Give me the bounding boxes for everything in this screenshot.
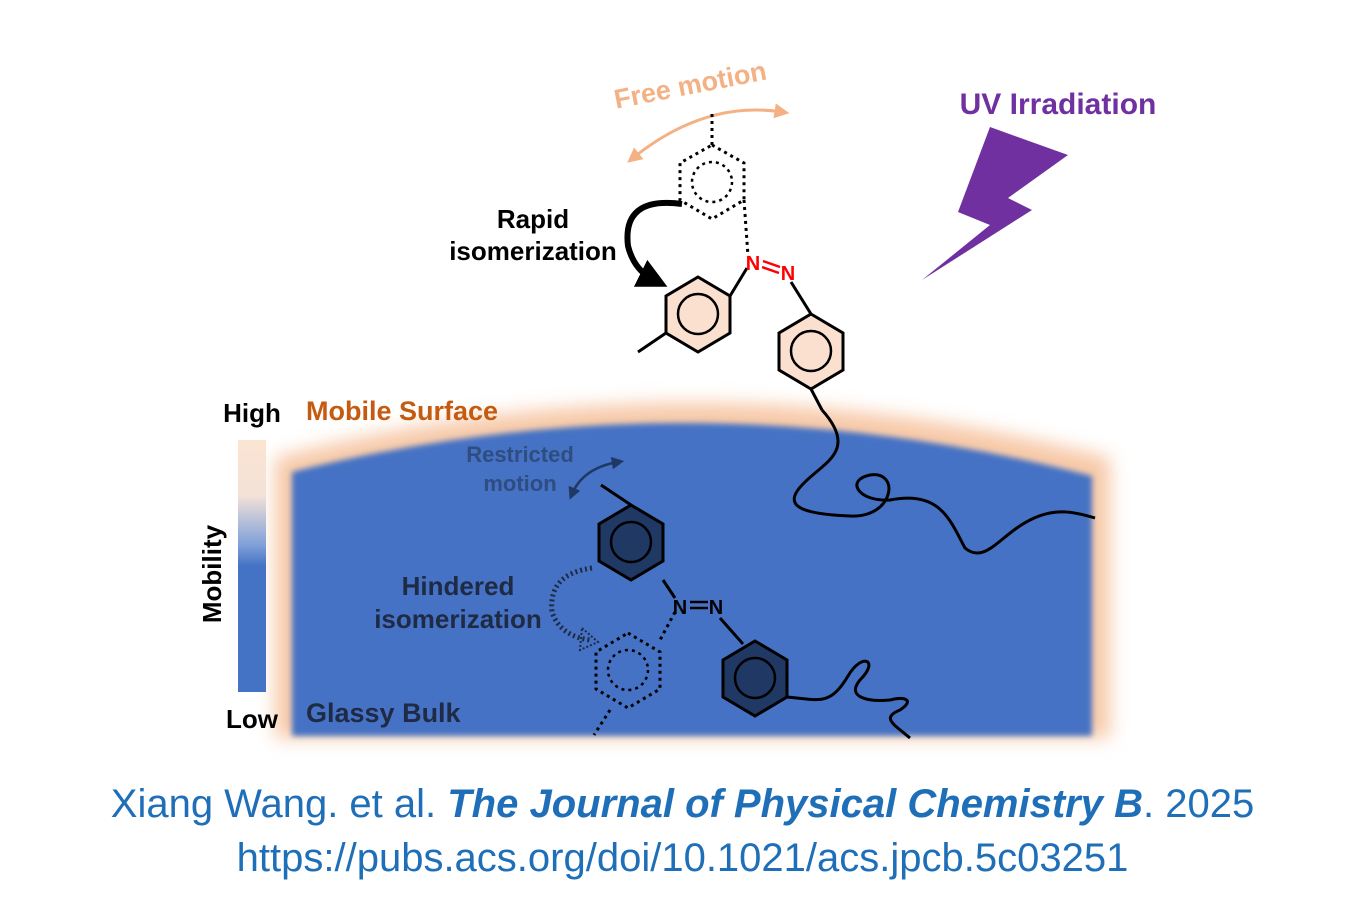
mobile-surface-label: Mobile Surface [306,396,498,426]
mobility-axis-label: Mobility [197,524,227,623]
hindered-arrow-head [578,625,600,652]
bulk-methyl-bond [600,483,632,507]
glassy-bulk-label: Glassy Bulk [306,698,462,728]
hindered-isomerization-arrow [549,565,593,643]
citation-authors: Xiang Wang. et al. [110,782,448,826]
bulk-lower-ring-circle [733,656,777,700]
left-n-bond [728,267,749,297]
bulk-lower-ring [721,639,789,718]
right-phenyl-ring [777,312,845,391]
polymer-film [275,403,1110,738]
surface-polymer-chain [792,408,1096,555]
citation-journal: The Journal of Physical Chemistry B [447,782,1143,826]
tether-bond [809,388,824,411]
bulk-polymer-chain [786,659,911,740]
bulk-ghost-ring [594,631,662,710]
left-ring-circle [676,292,720,336]
high-label: High [223,398,281,428]
left-methyl-bond [637,331,667,354]
bulk-upper-ring [597,503,665,582]
ghost-phenyl-ring [678,143,746,221]
glassy-bulk-layer [292,422,1092,736]
citation-doi: https://pubs.acs.org/doi/10.1021/acs.jpc… [236,836,1129,880]
bulk-ghost-ring-circle [606,648,650,692]
mobility-gradient-bar [238,440,266,692]
restricted-label: Restricted [466,442,574,467]
azo-double-bond-a [762,259,781,269]
hindered-label: Hindered [402,571,515,601]
bulk-azo-n2: N [709,597,723,619]
bulk-n-bond-lower [718,617,745,645]
bulk-ghost-n-bond [658,611,677,641]
azo-n2: N [781,263,795,285]
rapid-isomerization-arrow [624,199,683,287]
bulk-ghost-methyl [592,709,612,736]
restricted-motion-arrow [568,456,625,500]
azo-n1: N [746,253,760,275]
ghost-ring-circle [690,160,734,204]
citation-year: . 2025 [1143,782,1255,826]
hindered-isomerization-label: isomerization [374,604,542,634]
rapid-label: Rapid [497,204,569,234]
right-n-bond [789,281,813,315]
uv-irradiation-label: UV Irradiation [960,88,1157,121]
right-ring-circle [789,329,833,373]
bulk-n-bond-upper [661,579,677,599]
rapid-isomerization-label: isomerization [449,236,617,266]
bulk-azo-n1: N [673,597,687,619]
bulk-upper-ring-circle [609,520,653,564]
ghost-n-bond [742,199,750,257]
citation-line: Xiang Wang. et al. The Journal of Physic… [0,782,1365,827]
uv-lightning-icon [922,127,1068,280]
low-label: Low [226,704,279,734]
left-phenyl-ring [664,275,732,354]
free-motion-arrow [627,103,790,163]
free-motion-label: Free motion [612,56,769,115]
surface-azobenzene: N N [637,114,1096,555]
bulk-azobenzene: N N [592,483,911,740]
azo-double-bond-b [761,265,780,275]
restricted-motion-label: motion [483,471,556,496]
